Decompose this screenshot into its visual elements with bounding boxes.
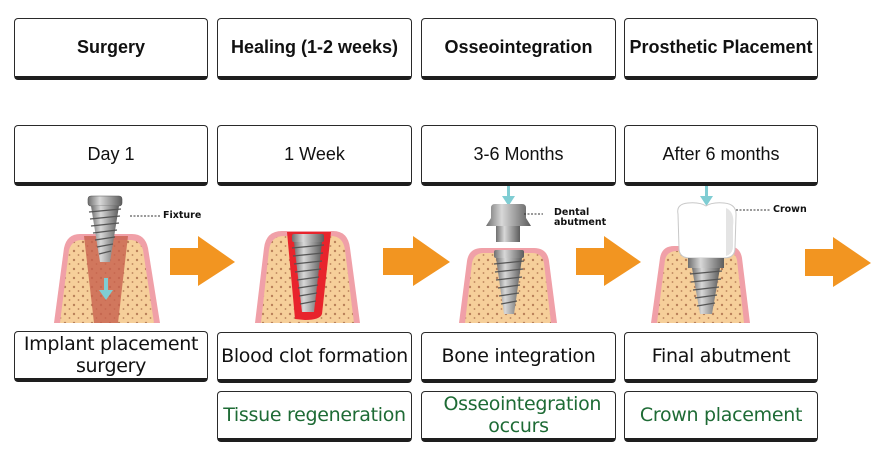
fixture-icon-3 bbox=[493, 250, 525, 314]
crown-icon bbox=[677, 202, 737, 259]
down-arrow-icon-1 bbox=[99, 278, 113, 300]
abutment-icon bbox=[486, 204, 531, 242]
progress-arrow-icon-4 bbox=[805, 237, 871, 287]
fixture-label: Fixture bbox=[163, 210, 202, 221]
outcome-box-crown-placement: Crown placement bbox=[624, 391, 818, 442]
progress-arrow-icon-1 bbox=[170, 236, 235, 286]
time-box-day1: Day 1 bbox=[14, 125, 208, 186]
down-arrow-icon-3 bbox=[502, 186, 515, 206]
crown-label: Crown bbox=[773, 204, 807, 215]
event-label: Implant placement surgery bbox=[23, 333, 199, 377]
phase-header-label: Surgery bbox=[76, 37, 146, 57]
phase-header-healing: Healing (1-2 weeks) bbox=[217, 18, 412, 80]
fixture-icon-4 bbox=[688, 258, 724, 314]
abutment-label-line1: Dental bbox=[554, 207, 590, 218]
event-box-implant-placement: Implant placement surgery bbox=[14, 331, 208, 382]
event-box-bone-integration: Bone integration bbox=[421, 332, 616, 383]
event-box-final-abutment: Final abutment bbox=[624, 332, 818, 383]
time-box-3-6months: 3-6 Months bbox=[421, 125, 616, 186]
phase-header-prosthetic: Prosthetic Placement bbox=[624, 18, 818, 80]
outcome-box-osseointegration: Osseointegration occurs bbox=[421, 391, 616, 442]
event-label: Bone integration bbox=[441, 345, 596, 367]
phase-header-label: Osseointegration bbox=[444, 37, 593, 57]
event-label: Final abutment bbox=[651, 345, 791, 367]
down-arrow-icon-4 bbox=[700, 186, 713, 206]
outcome-label: Tissue regeneration bbox=[223, 404, 406, 426]
event-box-blood-clot: Blood clot formation bbox=[217, 332, 412, 383]
fixture-icon-2 bbox=[291, 234, 325, 312]
time-label: 1 Week bbox=[284, 143, 345, 164]
implant-illustrations bbox=[54, 186, 871, 323]
phase-header-label: Healing (1-2 weeks) bbox=[230, 37, 399, 57]
outcome-label: Osseointegration occurs bbox=[443, 393, 602, 437]
outcome-label: Crown placement bbox=[639, 404, 803, 426]
event-label: Blood clot formation bbox=[221, 345, 408, 367]
time-box-1week: 1 Week bbox=[217, 125, 412, 186]
abutment-label: Dental abutment bbox=[554, 208, 606, 228]
phase-header-surgery: Surgery bbox=[14, 18, 208, 80]
abutment-label-line2: abutment bbox=[554, 217, 607, 228]
time-label: Day 1 bbox=[87, 143, 135, 164]
phase-header-osseointegration: Osseointegration bbox=[421, 18, 616, 80]
phase-header-label: Prosthetic Placement bbox=[629, 37, 813, 57]
outcome-box-tissue-regeneration: Tissue regeneration bbox=[217, 391, 412, 442]
progress-arrow-icon-3 bbox=[576, 236, 641, 286]
time-box-after6months: After 6 months bbox=[624, 125, 818, 186]
fixture-icon-1 bbox=[87, 195, 123, 262]
time-label: After 6 months bbox=[662, 143, 780, 164]
time-label: 3-6 Months bbox=[473, 143, 564, 164]
progress-arrow-icon-2 bbox=[383, 236, 450, 286]
